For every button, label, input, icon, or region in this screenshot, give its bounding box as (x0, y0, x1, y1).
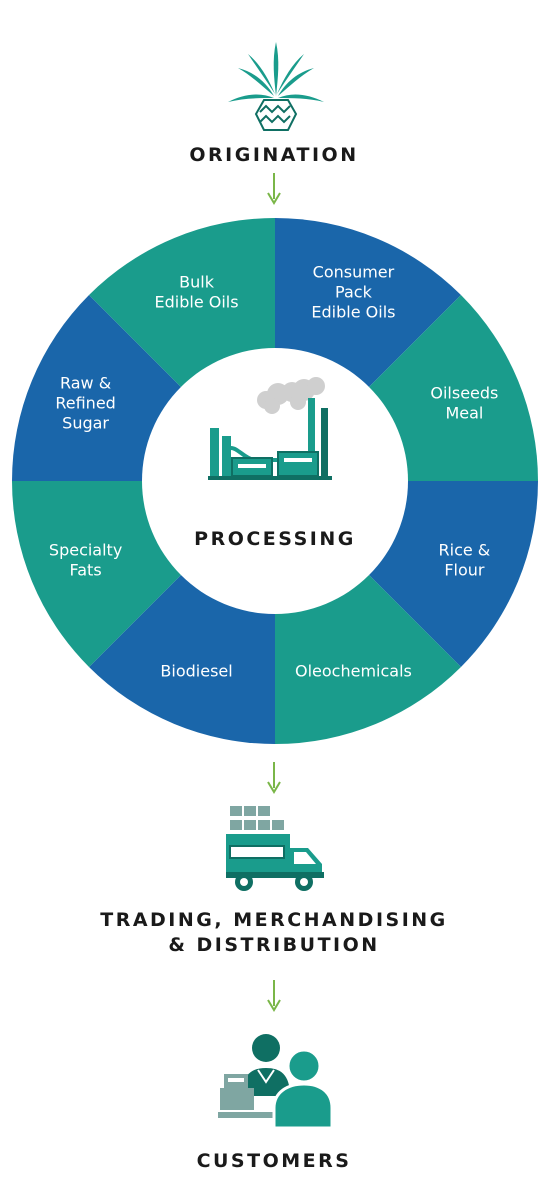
down-arrow-icon (266, 173, 282, 205)
palm-plant-icon (224, 38, 328, 134)
origination-title: ORIGINATION (189, 144, 359, 166)
cashier-customer-icon (218, 1032, 334, 1128)
distribution-title-line1: TRADING, MERCHANDISING (100, 909, 448, 931)
segment-label: Rice &Flour (439, 540, 491, 579)
down-arrow-icon (266, 762, 282, 794)
down-arrow-icon (266, 980, 282, 1012)
factory-icon (208, 377, 332, 480)
segment-label: Oleochemicals (295, 661, 412, 680)
delivery-truck-icon (224, 804, 328, 896)
processing-center (142, 348, 408, 614)
processing-title: PROCESSING (194, 528, 356, 550)
segment-label: Biodiesel (160, 661, 232, 680)
distribution-title-line2: & DISTRIBUTION (168, 934, 380, 956)
customers-title: CUSTOMERS (196, 1150, 352, 1172)
